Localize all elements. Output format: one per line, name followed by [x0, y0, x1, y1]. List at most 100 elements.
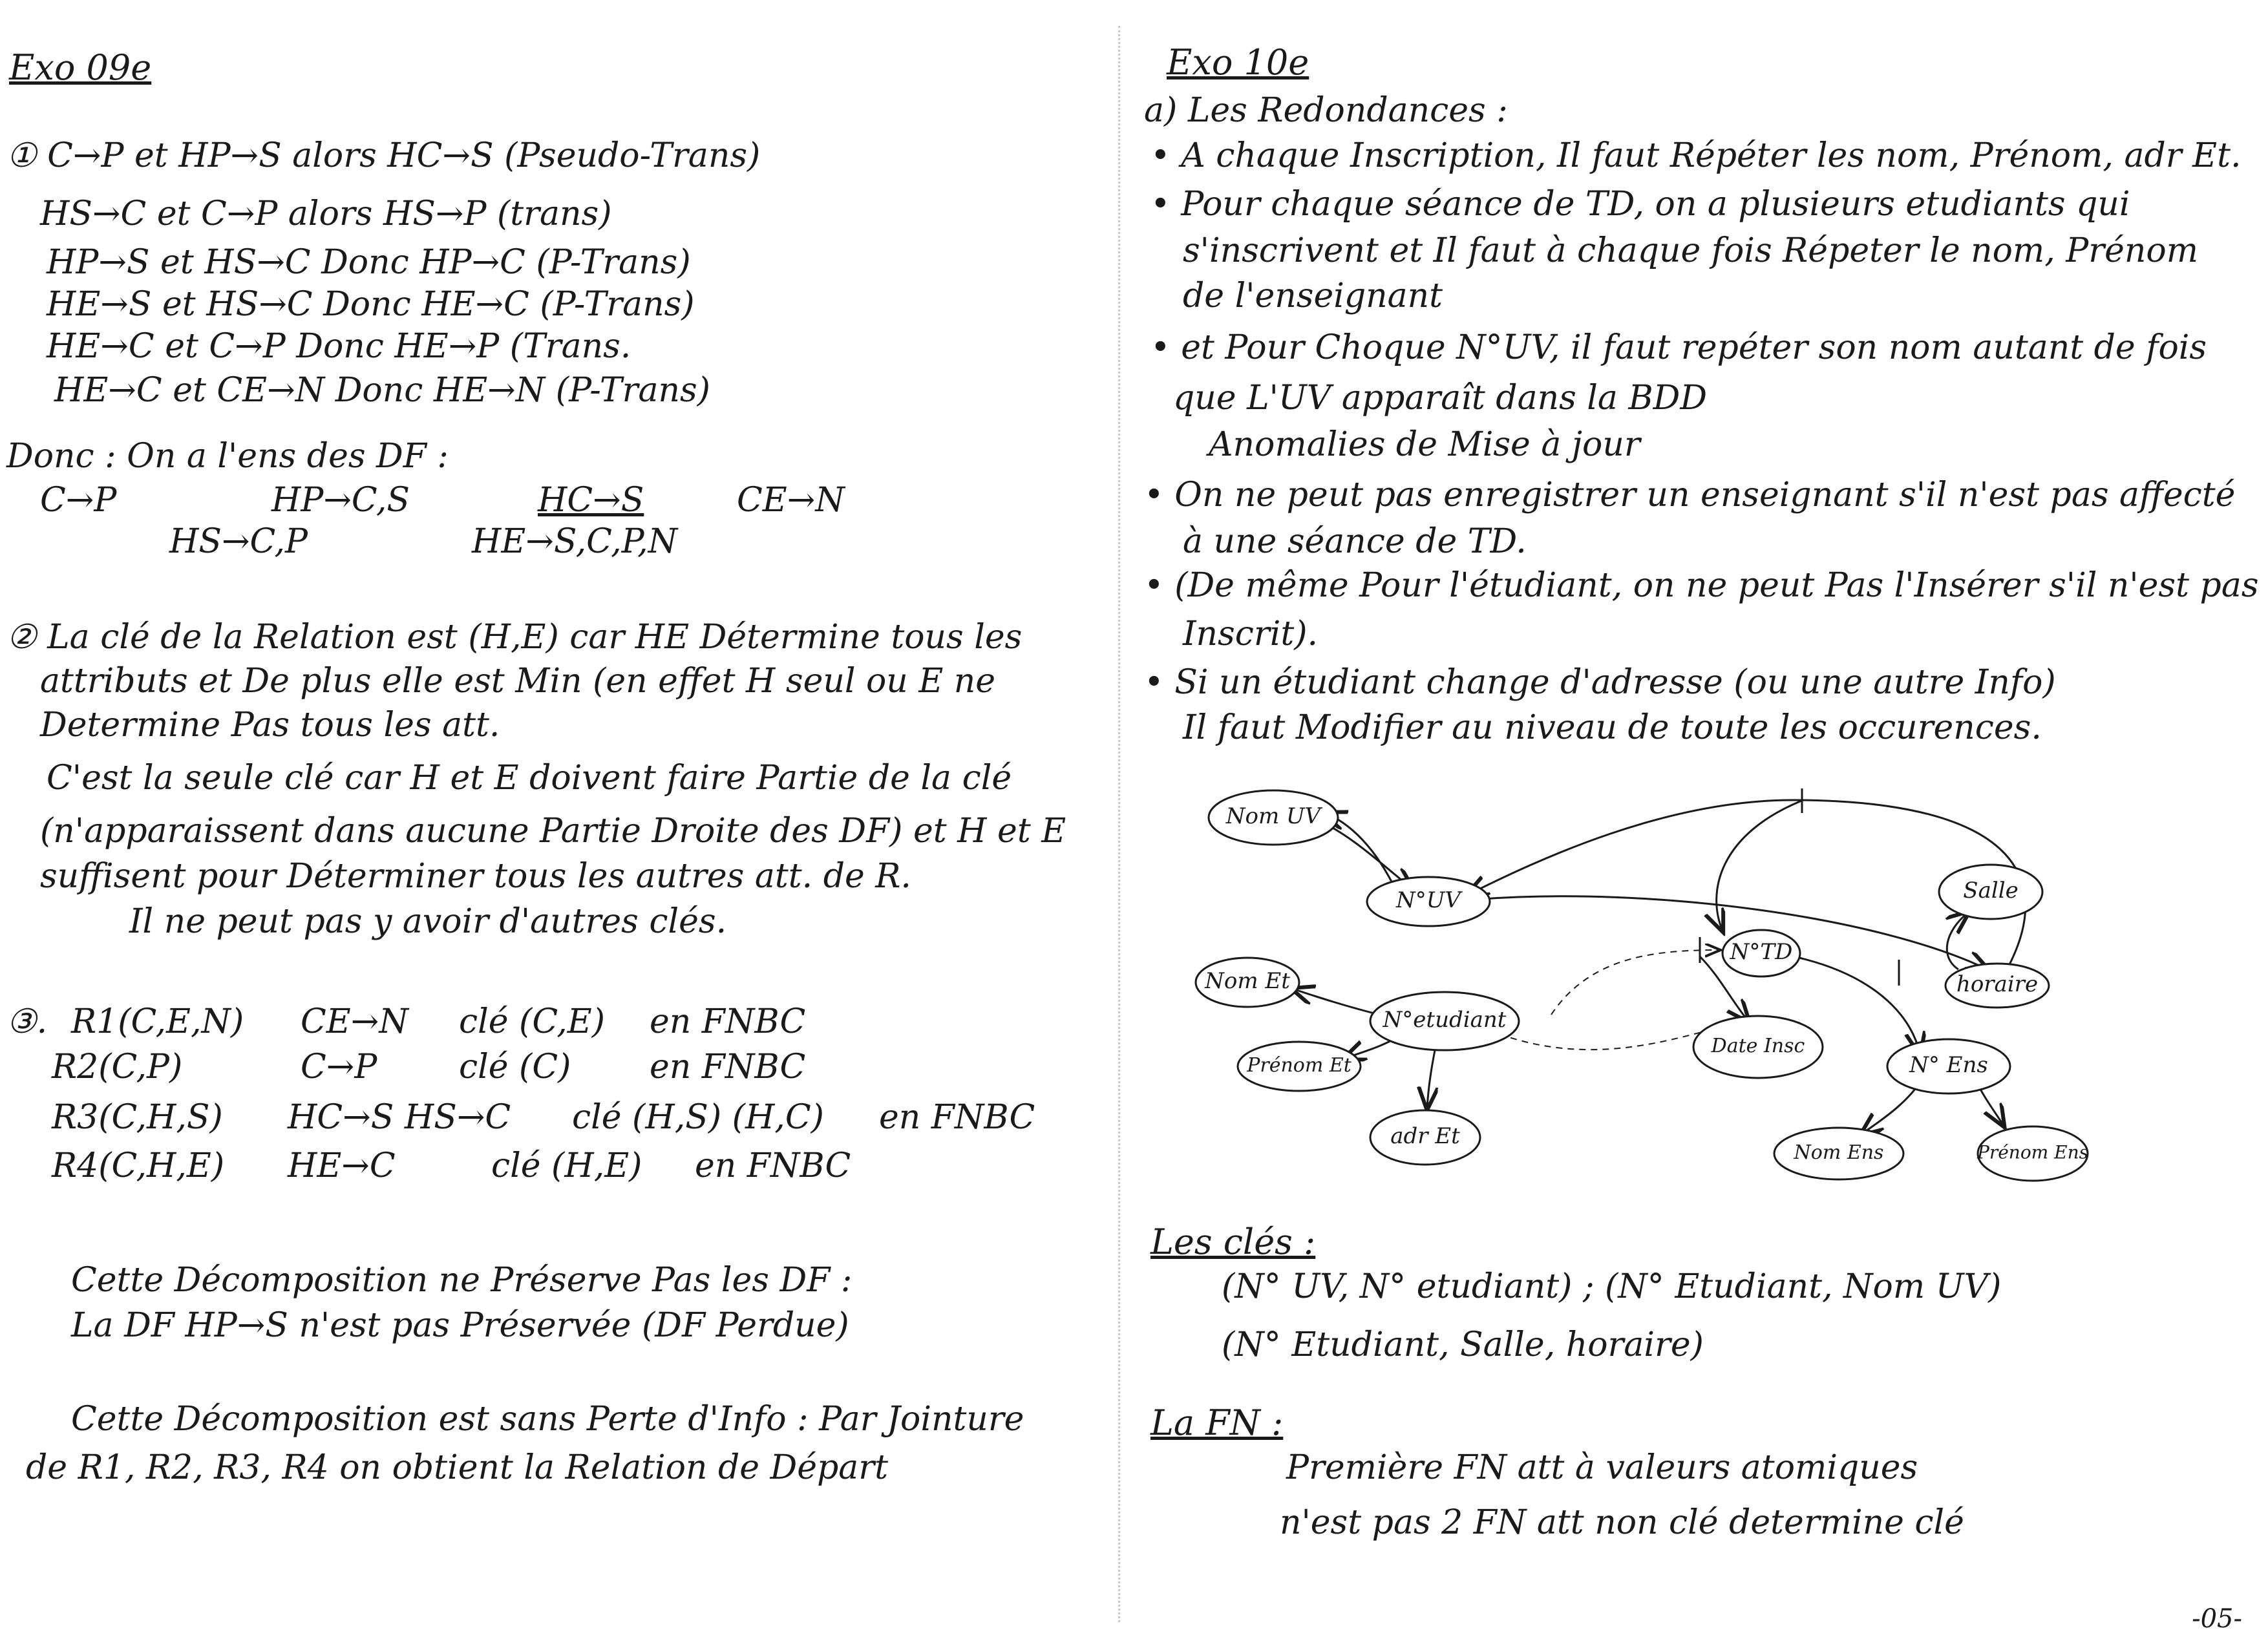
q1-line: HE→C et CE→N Donc HE→N (P-Trans): [54, 371, 710, 410]
anomaly-line: • Si un étudiant change d'adresse (ou un…: [1144, 663, 2056, 702]
relation: R3(C,H,S): [52, 1098, 223, 1137]
edge-horaire-salle: [1947, 913, 1968, 971]
edge-etudiant-numtd: [1551, 950, 1719, 1015]
relation-normal-form: en FNBC: [695, 1146, 851, 1185]
node-nom-uv: [1207, 789, 1339, 846]
conclusion-line: Cette Décomposition est sans Perte d'Inf…: [71, 1400, 1024, 1439]
label-prenom-et: Prénom Et: [1246, 1054, 1352, 1077]
redundancy-line: s'inscrivent et Il faut à chaque fois Ré…: [1183, 231, 2199, 270]
node-salle: [1938, 863, 2044, 920]
anomaly-line: Il faut Modifier au niveau de toute les …: [1183, 708, 2042, 747]
edge-etudiant-adret: [1427, 1043, 1436, 1108]
node-num-uv: [1366, 876, 1491, 927]
anomaly-line: • On ne peut pas enregistrer un enseigna…: [1144, 476, 2236, 514]
relation: R4(C,H,E): [52, 1146, 225, 1185]
page-number: -05-: [2192, 1604, 2242, 1634]
dependency-diagram: Nom UV N°UV N°TD Salle horaire Nom Et N°…: [1194, 788, 2089, 1182]
edge-numtd-numens: [1793, 955, 1920, 1053]
redundancy-line: de l'enseignant: [1183, 277, 1443, 315]
node-adr-et: [1369, 1109, 1481, 1166]
q2-line: attributs et De plus elle est Min (en ef…: [40, 662, 996, 701]
node-prenom-et: [1236, 1041, 1362, 1092]
df-item: HE→S,C,P,N: [472, 522, 678, 561]
q1-line: HP→S et HS→C Donc HP→C (P-Trans): [47, 243, 691, 282]
relation-df: HE→C: [288, 1146, 396, 1185]
relation-normal-form: en FNBC: [650, 1048, 806, 1086]
relation-key: clé (H,E): [491, 1146, 642, 1185]
label-num-ens: N° Ens: [1909, 1052, 1988, 1078]
df-item: HS→C,P: [169, 522, 308, 561]
label-num-td: N°TD: [1730, 939, 1793, 965]
q1-line: ① C→P et HP→S alors HC→S (Pseudo-Trans): [6, 136, 761, 175]
q1-line: HE→S et HS→C Donc HE→C (P-Trans): [47, 285, 695, 324]
label-num-etudiant: N°etudiant: [1383, 1007, 1507, 1033]
edge-numuv-horaire: [1473, 895, 1987, 969]
relation-df: CE→N: [301, 1002, 408, 1041]
node-prenom-ens: [1977, 1125, 2089, 1182]
normal-form-line: n'est pas 2 FN att non clé determine clé: [1280, 1503, 1964, 1542]
keys-title: Les clés :: [1150, 1221, 1316, 1262]
node-date-insc: [1692, 1015, 1824, 1079]
normal-form-title: La FN :: [1150, 1402, 1284, 1443]
normal-form-line: Première FN att à valeurs atomiques: [1286, 1448, 1918, 1487]
q1-line: HS→C et C→P alors HS→P (trans): [40, 195, 612, 233]
relation-key: clé (C): [459, 1048, 571, 1086]
conclusion-line: de R1, R2, R3, R4 on obtient la Relation…: [26, 1448, 889, 1487]
redundancy-line: • et Pour Choque N°UV, il faut repéter s…: [1150, 328, 2207, 367]
label-adr-et: adr Et: [1390, 1123, 1460, 1149]
node-nom-et: [1194, 956, 1300, 1008]
relation-normal-form: en FNBC: [879, 1098, 1035, 1137]
anomaly-line: à une séance de TD.: [1183, 522, 1527, 561]
label-date-insc: Date Insc: [1711, 1035, 1805, 1057]
label-salle: Salle: [1963, 878, 2018, 903]
key-line: (N° Etudiant, Salle, horaire): [1222, 1326, 1704, 1364]
node-num-td: [1721, 929, 1801, 978]
q2-line: ② La clé de la Relation est (H,E) car HE…: [6, 618, 1023, 657]
df-item: CE→N: [737, 481, 845, 520]
label-nom-ens: Nom Ens: [1794, 1141, 1884, 1164]
anomalies-title: Anomalies de Mise à jour: [1209, 425, 1640, 464]
node-num-etudiant: [1369, 991, 1520, 1051]
section-title: a) Les Redondances :: [1144, 91, 1508, 130]
label-num-uv: N°UV: [1395, 887, 1463, 913]
exercise-title: Exo 09e: [9, 47, 152, 88]
edge-to-dateinsc: [1699, 955, 1748, 1021]
label-horaire: horaire: [1956, 971, 2038, 997]
node-nom-ens: [1773, 1126, 1905, 1181]
edge-etudiant-dateinsc: [1499, 1027, 1720, 1051]
relation-key: clé (C,E): [459, 1002, 606, 1041]
conclusion-line: La DF HP→S n'est pas Préservée (DF Perdu…: [71, 1306, 849, 1345]
label-nom-uv: Nom UV: [1225, 803, 1323, 829]
df-set-label: Donc : On a l'ens des DF :: [6, 437, 449, 476]
relation-df: HC→S HS→C: [288, 1098, 511, 1137]
df-item: HC→S: [538, 481, 644, 520]
relation-key: clé (H,S) (H,C): [572, 1098, 824, 1137]
relation-df: C→P: [301, 1048, 377, 1086]
df-item: C→P: [40, 481, 117, 520]
q2-line: Determine Pas tous les att.: [40, 706, 500, 745]
anomaly-line: • (De même Pour l'étudiant, on ne peut P…: [1144, 566, 2259, 605]
redundancy-line: • Pour chaque séance de TD, on a plusieu…: [1150, 185, 2130, 224]
column-divider: [1118, 26, 1120, 1622]
redundancy-line: que L'UV apparaît dans la BDD: [1173, 379, 1708, 417]
anomaly-line: Inscrit).: [1183, 615, 1319, 653]
q2-line: suffisent pour Déterminer tous les autre…: [40, 857, 911, 896]
q2-line: C'est la seule clé car H et E doivent fa…: [47, 759, 1012, 798]
conclusion-line: Cette Décomposition ne Préserve Pas les …: [71, 1261, 853, 1300]
q3-label: ③.: [6, 1002, 48, 1041]
relation-normal-form: en FNBC: [650, 1002, 806, 1041]
key-line: (N° UV, N° etudiant) ; (N° Etudiant, Nom…: [1222, 1267, 2002, 1306]
node-num-ens: [1886, 1038, 2011, 1095]
q2-line: (n'apparaissent dans aucune Partie Droit…: [40, 812, 1066, 850]
label-prenom-ens: Prénom Ens: [1977, 1142, 2088, 1163]
node-horaire: [1944, 962, 2050, 1009]
q2-line: Il ne peut pas y avoir d'autres clés.: [129, 902, 727, 941]
label-nom-et: Nom Et: [1204, 968, 1290, 994]
df-item: HP→C,S: [271, 481, 410, 520]
redundancy-line: • A chaque Inscription, Il faut Répéter …: [1150, 136, 2242, 175]
relation: R2(C,P): [52, 1048, 183, 1086]
q1-line: HE→C et C→P Donc HE→P (Trans.: [47, 327, 631, 366]
edge-to-numtd: [1717, 799, 1804, 931]
relation: R1(C,E,N): [71, 1002, 244, 1041]
